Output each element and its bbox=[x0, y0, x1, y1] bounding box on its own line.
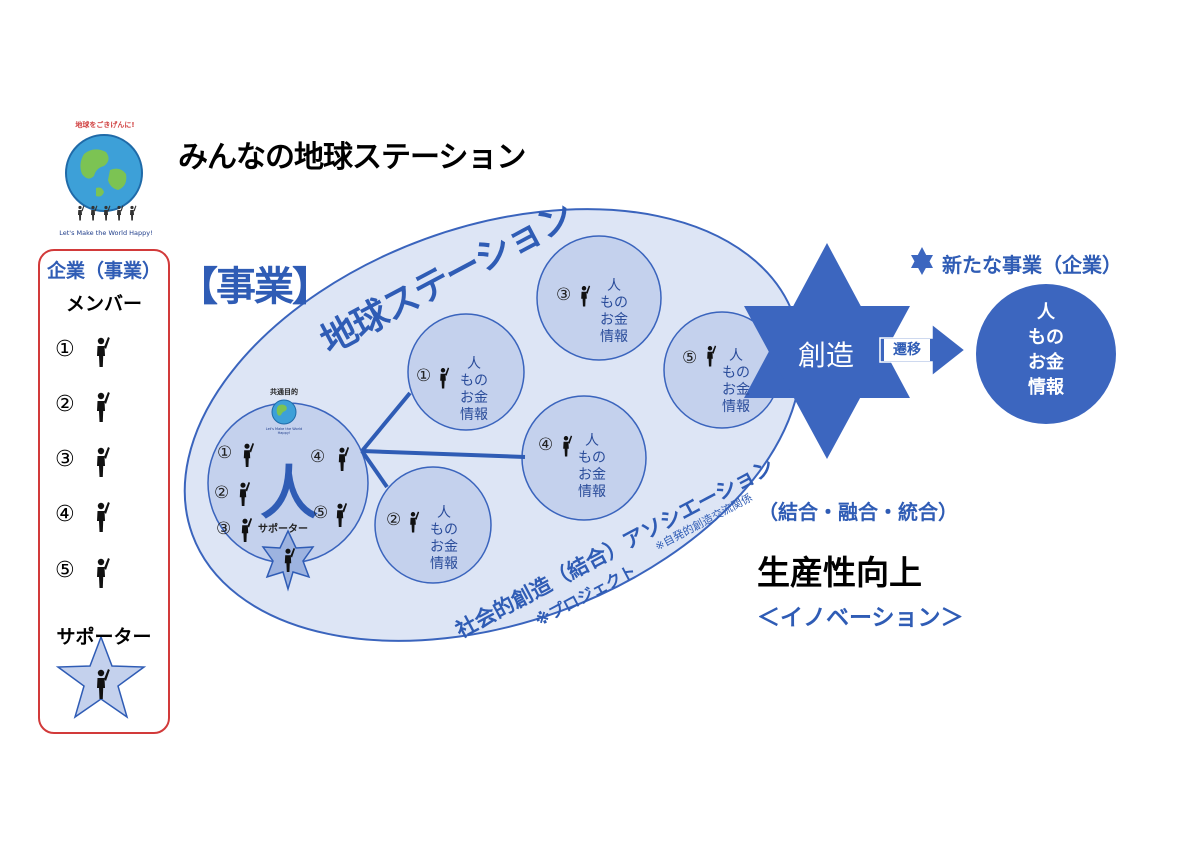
mini-logo-tagline: Let's Make the World Happy! bbox=[265, 427, 303, 435]
business-label: 【事業】 bbox=[178, 264, 332, 310]
center-num-3: ③ bbox=[216, 519, 232, 539]
mini-logo bbox=[271, 399, 297, 425]
center-supporter-label: サポーター bbox=[258, 524, 308, 535]
logo bbox=[65, 134, 143, 221]
project-2-num: ② bbox=[386, 510, 402, 530]
project-3-num: ③ bbox=[556, 285, 572, 305]
productivity-label: 生産性向上 bbox=[757, 553, 922, 592]
project-1-text: 人もの お金情報 bbox=[460, 356, 488, 423]
sidebar-member-5: ⑤ bbox=[55, 558, 75, 583]
result-text: 人もの お金情報 bbox=[1028, 302, 1064, 398]
project-circle-2 bbox=[374, 466, 492, 584]
project-circle-1 bbox=[407, 313, 525, 431]
project-3-text: 人もの お金情報 bbox=[600, 278, 628, 345]
sidebar-member-4: ④ bbox=[55, 502, 75, 527]
project-5-text: 人もの お金情報 bbox=[722, 348, 750, 415]
sidebar-supporter-star bbox=[55, 634, 147, 719]
transition-badge: 遷移 bbox=[884, 339, 930, 361]
project-2-text: 人もの お金情報 bbox=[430, 505, 458, 572]
new-business-label: 新たな事業（企業） bbox=[942, 253, 1122, 277]
sidebar-member-2: ② bbox=[55, 392, 75, 417]
innovation-label: ＜イノベーション＞ bbox=[757, 605, 964, 631]
connector-lines bbox=[360, 391, 526, 489]
transition-label: 遷移 bbox=[893, 342, 921, 358]
creation-label: 創造 bbox=[798, 339, 855, 372]
sidebar-heading: 企業（事業） bbox=[46, 260, 161, 282]
shared-purpose-label: 共通目的 bbox=[270, 388, 298, 396]
new-business-star-icon bbox=[911, 247, 933, 275]
sidebar-supporter-label: サポーター bbox=[56, 626, 152, 648]
center-num-4: ④ bbox=[310, 447, 326, 467]
sidebar-members-label: メンバー bbox=[65, 293, 142, 315]
center-num-5: ⑤ bbox=[313, 503, 329, 523]
project-4-num: ④ bbox=[538, 435, 554, 455]
sidebar-member-3: ③ bbox=[55, 447, 75, 472]
center-main-char: 人 bbox=[260, 459, 319, 527]
logo-tagline: Let's Make the World Happy! bbox=[59, 229, 153, 237]
project-circle-3 bbox=[536, 235, 662, 361]
page-title: みんなの地球ステーション bbox=[178, 140, 526, 175]
combine-label: （結合・融合・統合） bbox=[758, 500, 958, 524]
project-1-num: ① bbox=[416, 366, 432, 386]
sidebar-member-1: ① bbox=[55, 337, 75, 362]
center-num-2: ② bbox=[214, 483, 230, 503]
creation-star bbox=[744, 243, 910, 459]
center-num-1: ① bbox=[217, 443, 233, 463]
sidebar-frame bbox=[38, 249, 170, 734]
project-5-num: ⑤ bbox=[682, 348, 698, 368]
result-circle bbox=[976, 284, 1116, 424]
logo-arc-text: 地球をごきげんに! bbox=[75, 121, 135, 129]
project-4-text: 人もの お金情報 bbox=[578, 433, 606, 500]
